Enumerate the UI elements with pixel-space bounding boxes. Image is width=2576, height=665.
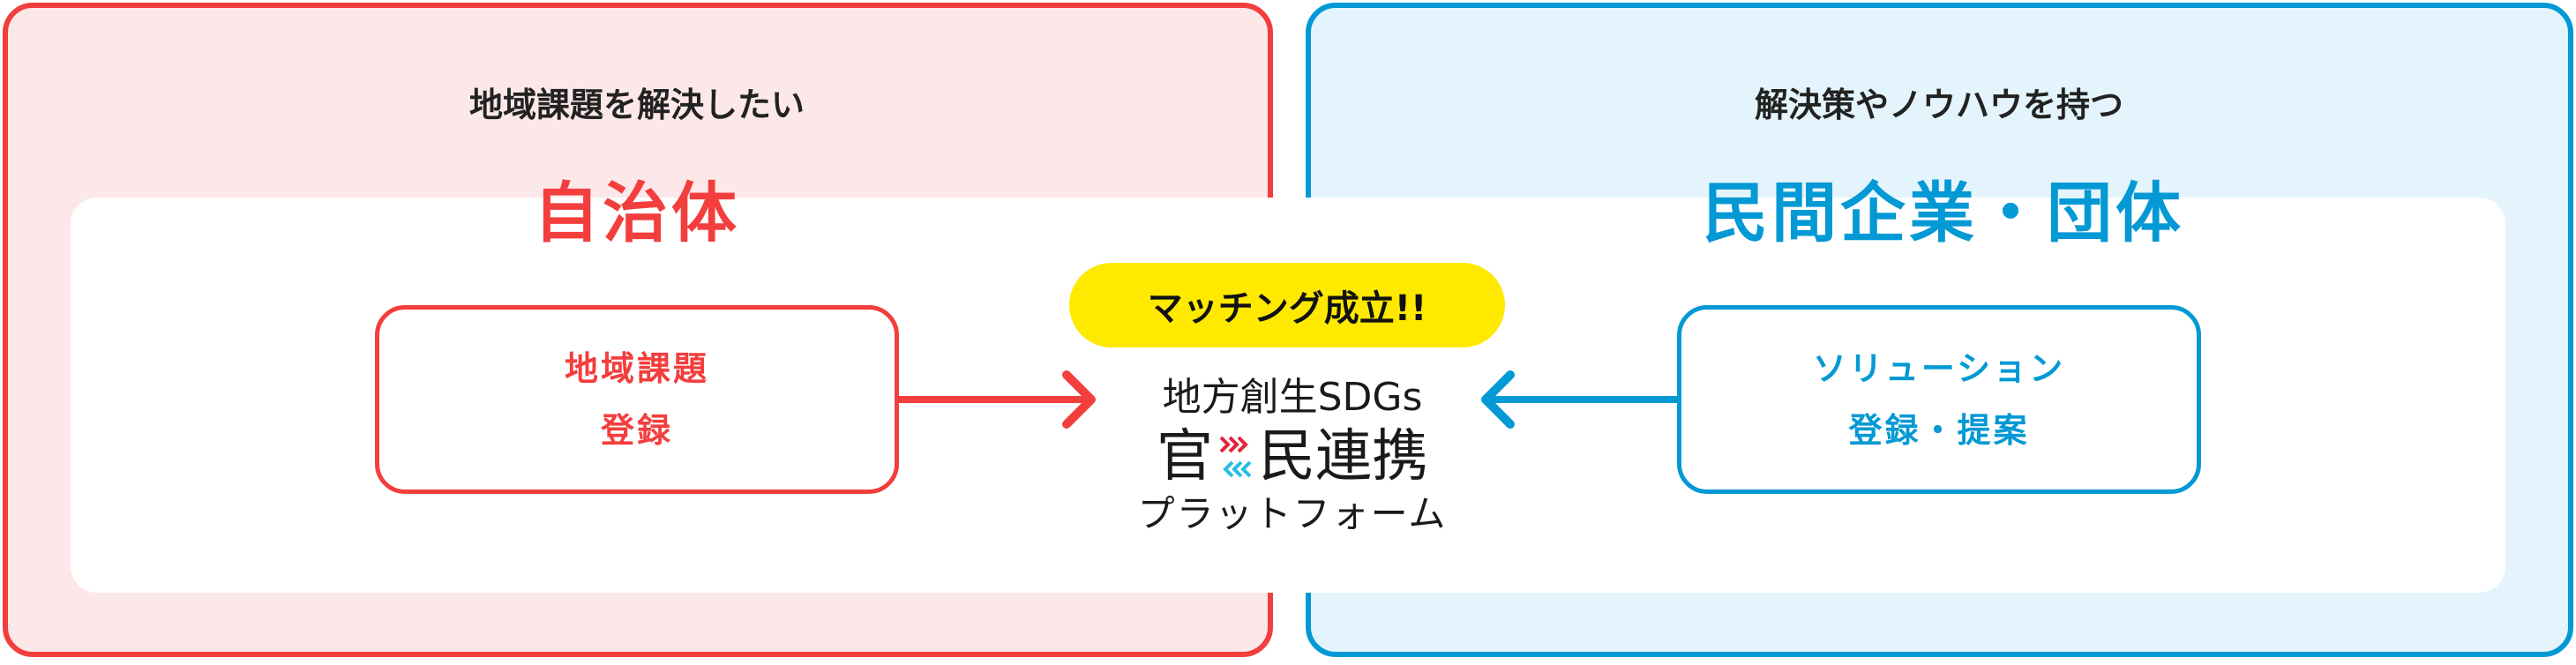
logo-line2a: 官 bbox=[1157, 424, 1213, 489]
left-title: 自治体 bbox=[534, 176, 740, 251]
solution-registration-box: ソリューション 登録・提案 bbox=[1677, 305, 2201, 494]
issue-registration-box: 地域課題 登録 bbox=[375, 305, 899, 494]
left-subtitle: 地域課題を解決したい bbox=[468, 86, 805, 124]
box-line: 登録・提案 bbox=[1848, 411, 2030, 450]
right-subtitle: 解決策やノウハウを持つ bbox=[1754, 86, 2123, 124]
platform-logo: 地方創生SDGs 官 民連携 プラットフォーム bbox=[1120, 370, 1464, 540]
box-line: ソリューション bbox=[1812, 349, 2066, 388]
box-line: 登録 bbox=[600, 411, 673, 450]
matching-badge: マッチング成立!! bbox=[1069, 263, 1505, 347]
right-arrow-icon bbox=[897, 370, 1096, 429]
left-arrow-icon bbox=[1481, 370, 1680, 429]
right-title: 民間企業・団体 bbox=[1703, 176, 2184, 251]
logo-line3: プラットフォーム bbox=[1137, 492, 1448, 535]
box-line: 地域課題 bbox=[564, 349, 709, 388]
logo-line1: 地方創生SDGs bbox=[1162, 375, 1423, 420]
logo-line2b: 民連携 bbox=[1259, 424, 1428, 489]
chevrons-icon bbox=[1219, 436, 1252, 478]
